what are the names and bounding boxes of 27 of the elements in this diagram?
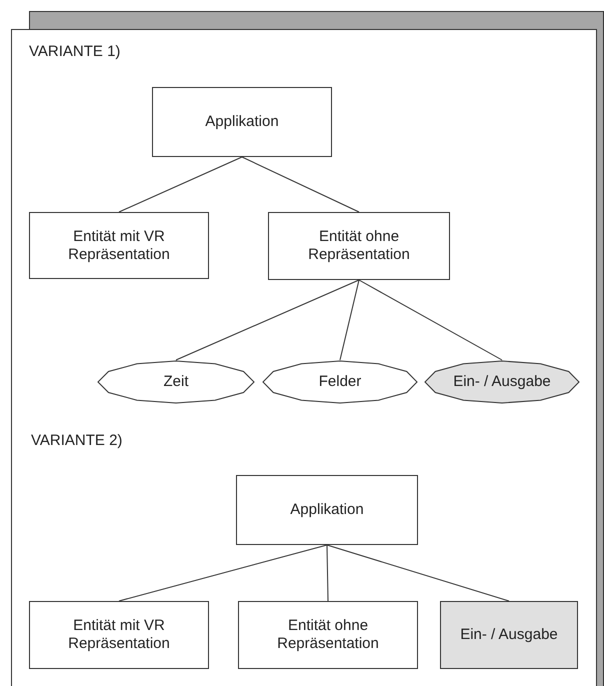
process-box xyxy=(29,601,209,669)
node-label: Ein- / Ausgabe xyxy=(453,373,551,391)
process-box xyxy=(268,212,450,280)
node-label: Entität ohne Repräsentation xyxy=(307,228,411,264)
connector-line xyxy=(326,544,328,602)
node-label: Applikation xyxy=(205,113,279,131)
node-label: Entität mit VR Repräsentation xyxy=(67,617,171,653)
variant-heading: VARIANTE 2) xyxy=(31,432,122,449)
connector-line xyxy=(340,280,360,360)
node-label: Felder xyxy=(318,373,362,391)
node-label: Entität mit VR Repräsentation xyxy=(67,228,171,264)
node-label: Ein- / Ausgabe xyxy=(460,626,558,644)
node-label: Zeit xyxy=(163,373,188,391)
node-label: Entität ohne Repräsentation xyxy=(276,617,380,653)
connector-line xyxy=(176,280,360,360)
process-box xyxy=(29,212,209,279)
connector-line xyxy=(358,280,502,360)
connector-line xyxy=(118,544,328,602)
process-box xyxy=(236,475,418,545)
connector-line xyxy=(326,544,510,602)
process-box xyxy=(152,87,332,157)
process-box xyxy=(440,601,578,669)
node-label: Applikation xyxy=(290,501,364,519)
connector-line xyxy=(118,156,242,212)
process-box xyxy=(238,601,418,669)
connector-line xyxy=(242,156,360,212)
variant-heading: VARIANTE 1) xyxy=(29,43,120,60)
